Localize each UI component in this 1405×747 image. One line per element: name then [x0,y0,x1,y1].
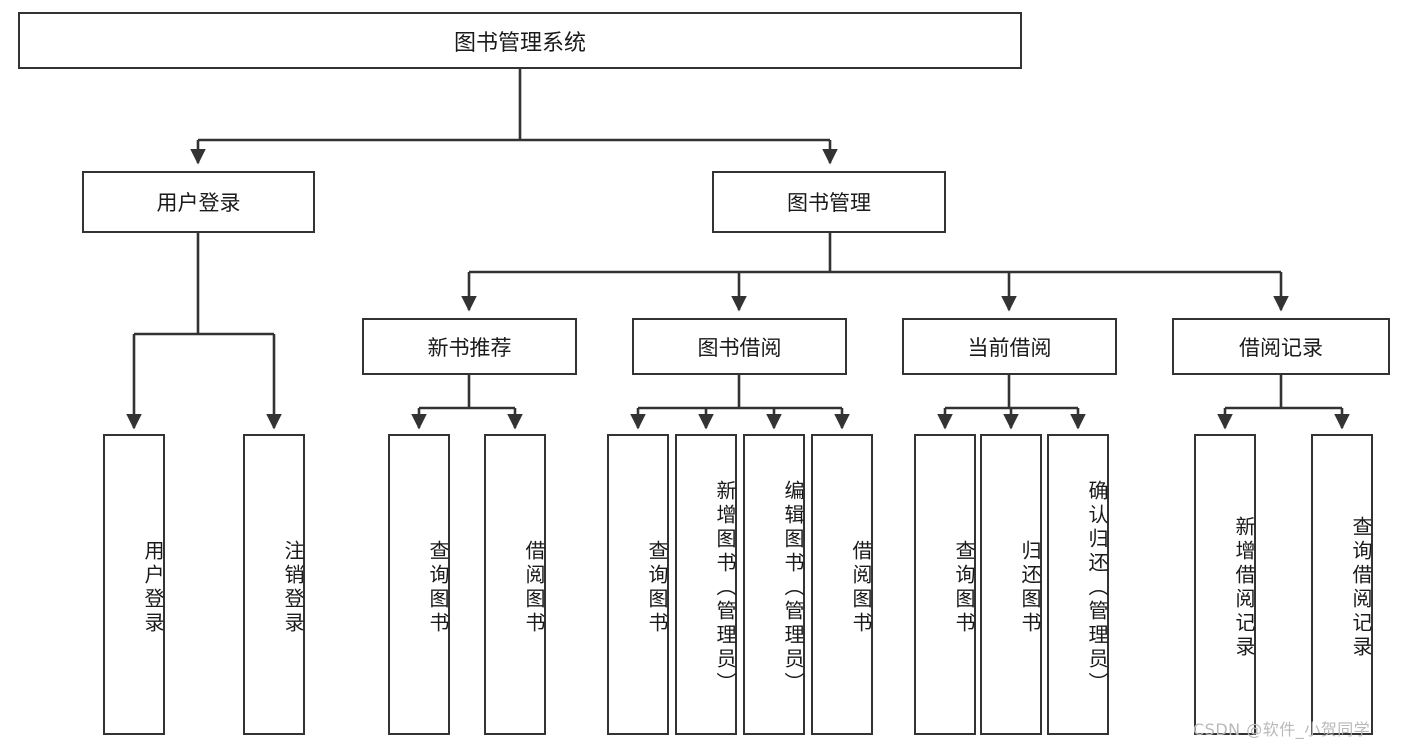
leaf-borrow-book-label: 借阅图书 [849,539,873,636]
leaf-logout[interactable]: 注销登录 [243,434,305,735]
leaf-query-borrow-record[interactable]: 查询借阅记录 [1311,434,1373,735]
leaf-query-book-borrow[interactable]: 查询图书 [607,434,669,735]
node-user-login-label: 用户登录 [156,191,241,215]
leaf-logout-label: 注销登录 [281,539,305,636]
node-new-book-recommend-label: 新书推荐 [427,335,512,360]
leaf-add-book-admin[interactable]: 新增图书（管理员） [675,434,737,735]
leaf-query-book-recommend[interactable]: 查询图书 [388,434,450,735]
node-borrow-record-label: 借阅记录 [1239,335,1323,360]
node-book-management-label: 图书管理 [787,191,871,215]
node-new-book-recommend[interactable]: 新书推荐 [362,318,577,375]
leaf-edit-book-admin-label: 编辑图书（管理员） [781,479,805,696]
leaf-confirm-return-admin[interactable]: 确认归还（管理员） [1047,434,1109,735]
csdn-watermark: CSDN @软件_小贺同学 [1193,720,1371,739]
node-book-borrow-label: 图书借阅 [697,335,782,360]
leaf-borrow-book[interactable]: 借阅图书 [811,434,873,735]
leaf-borrow-book-recommend[interactable]: 借阅图书 [484,434,546,735]
leaf-edit-book-admin[interactable]: 编辑图书（管理员） [743,434,805,735]
node-user-login[interactable]: 用户登录 [82,171,315,233]
node-borrow-record[interactable]: 借阅记录 [1172,318,1390,375]
node-book-management[interactable]: 图书管理 [712,171,946,233]
leaf-add-book-admin-label: 新增图书（管理员） [713,479,737,696]
leaf-add-borrow-record[interactable]: 新增借阅记录 [1194,434,1256,735]
leaf-user-login[interactable]: 用户登录 [103,434,165,735]
leaf-return-book-label: 归还图书 [1018,539,1042,636]
leaf-confirm-return-admin-label: 确认归还（管理员） [1085,479,1109,696]
leaf-query-borrow-record-label: 查询借阅记录 [1349,515,1373,660]
leaf-query-book-recommend-label: 查询图书 [426,539,450,636]
node-book-borrow[interactable]: 图书借阅 [632,318,847,375]
node-current-borrow[interactable]: 当前借阅 [902,318,1117,375]
node-root[interactable]: 图书管理系统 [18,12,1022,69]
leaf-user-login-label: 用户登录 [141,539,165,636]
leaf-return-book[interactable]: 归还图书 [980,434,1042,735]
leaf-query-book-current[interactable]: 查询图书 [914,434,976,735]
leaf-query-book-borrow-label: 查询图书 [645,539,669,636]
leaf-query-book-current-label: 查询图书 [952,539,976,636]
node-current-borrow-label: 当前借阅 [967,335,1052,360]
leaf-add-borrow-record-label: 新增借阅记录 [1232,515,1256,660]
leaf-borrow-book-recommend-label: 借阅图书 [522,539,546,636]
node-root-label: 图书管理系统 [453,30,586,56]
